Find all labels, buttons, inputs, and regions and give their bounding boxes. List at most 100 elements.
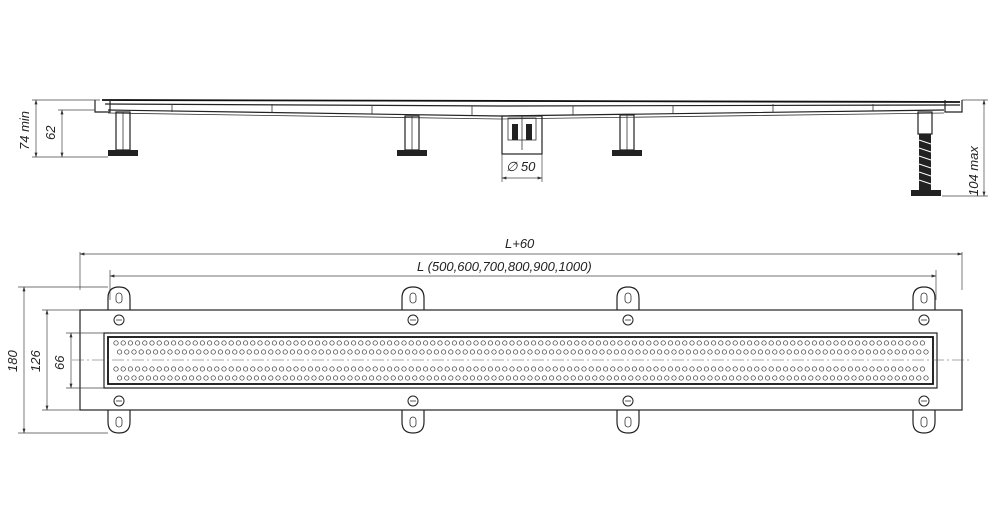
mounting-tab-bottom-4 — [912, 395, 936, 434]
perforation-hole — [473, 340, 479, 346]
perforation-hole — [750, 375, 756, 381]
perforation-hole — [840, 366, 846, 372]
perforation-hole — [354, 375, 360, 381]
perforation-hole — [585, 349, 591, 355]
perforation-hole — [300, 366, 306, 372]
perforation-hole — [336, 366, 342, 372]
left-end-cap — [94, 100, 111, 113]
perforation-hole — [667, 340, 673, 346]
perforation-hole — [415, 340, 421, 346]
support-foot-1 — [108, 111, 138, 156]
perforation-hole — [646, 340, 652, 346]
perforation-hole — [325, 375, 331, 381]
perforation-hole — [257, 366, 263, 372]
perforation-hole — [581, 340, 587, 346]
perforation-hole — [811, 340, 817, 346]
perforation-hole — [905, 340, 911, 346]
perforation-hole — [837, 375, 843, 381]
perforation-hole — [617, 366, 623, 372]
mounting-tab-bottom-3 — [616, 395, 640, 434]
perforation-hole — [531, 366, 537, 372]
perforation-hole — [408, 366, 414, 372]
perforation-hole — [340, 375, 346, 381]
perforation-hole — [203, 375, 209, 381]
perforation-hole — [721, 375, 727, 381]
perforation-hole — [459, 340, 465, 346]
perforation-hole — [541, 349, 547, 355]
perforation-hole — [480, 366, 486, 372]
perforation-hole — [329, 366, 335, 372]
perforation-hole — [657, 349, 663, 355]
perforation-hole — [570, 349, 576, 355]
perforation-hole — [113, 340, 119, 346]
perforation-hole — [585, 375, 591, 381]
perforation-hole — [765, 349, 771, 355]
perforation-hole — [703, 366, 709, 372]
perforation-hole — [199, 340, 205, 346]
perforation-hole — [909, 349, 915, 355]
mounting-tab-top-2 — [401, 286, 425, 326]
perforation-hole — [390, 349, 396, 355]
perforation-hole — [909, 375, 915, 381]
perforation-hole — [484, 375, 490, 381]
perforation-hole — [466, 366, 472, 372]
perforation-hole — [657, 375, 663, 381]
perforation-hole — [610, 366, 616, 372]
perforation-hole — [120, 340, 126, 346]
perforation-hole — [563, 349, 569, 355]
perforation-hole — [588, 340, 594, 346]
perforation-hole — [423, 340, 429, 346]
perforation-hole — [487, 340, 493, 346]
perforation-hole — [538, 366, 544, 372]
perforation-hole — [495, 340, 501, 346]
perforation-hole — [628, 375, 634, 381]
perforation-hole — [639, 340, 645, 346]
perforation-hole — [145, 349, 151, 355]
perforation-hole — [556, 375, 562, 381]
perforation-hole — [426, 375, 432, 381]
perforation-hole — [855, 366, 861, 372]
perforation-hole — [196, 349, 202, 355]
perforation-hole — [455, 375, 461, 381]
perforation-hole — [858, 375, 864, 381]
perforation-hole — [711, 340, 717, 346]
perforation-hole — [235, 366, 241, 372]
perforation-hole — [779, 349, 785, 355]
perforation-hole — [545, 340, 551, 346]
perforation-hole — [581, 366, 587, 372]
perforation-hole — [610, 340, 616, 346]
perforation-hole — [606, 375, 612, 381]
perforation-hole — [415, 366, 421, 372]
perforation-hole — [639, 366, 645, 372]
perforation-hole — [743, 375, 749, 381]
perforation-hole — [426, 349, 432, 355]
perforation-hole — [502, 340, 508, 346]
channel-rim — [101, 99, 961, 103]
perforation-hole — [887, 349, 893, 355]
perforation-hole — [635, 375, 641, 381]
perforation-hole — [160, 375, 166, 381]
perforation-hole — [793, 375, 799, 381]
perforation-hole — [862, 366, 868, 372]
perforation-hole — [376, 349, 382, 355]
height-62-label: 62 — [43, 125, 58, 140]
perforation-hole — [174, 375, 180, 381]
perforation-hole — [624, 366, 630, 372]
perforation-hole — [462, 375, 468, 381]
perforation-hole — [797, 340, 803, 346]
perforation-hole — [808, 349, 814, 355]
perforation-hole — [527, 349, 533, 355]
perforation-hole — [383, 375, 389, 381]
perforation-hole — [624, 340, 630, 346]
left-height-dimensions — [32, 99, 108, 158]
perforation-hole — [919, 366, 925, 372]
perforation-hole — [178, 340, 184, 346]
perforation-hole — [401, 340, 407, 346]
perforation-hole — [801, 349, 807, 355]
perforation-hole — [466, 340, 472, 346]
perforation-hole — [221, 366, 227, 372]
perforation-hole — [873, 349, 879, 355]
perforation-hole — [207, 366, 213, 372]
perforation-hole — [268, 349, 274, 355]
perforation-hole — [603, 366, 609, 372]
